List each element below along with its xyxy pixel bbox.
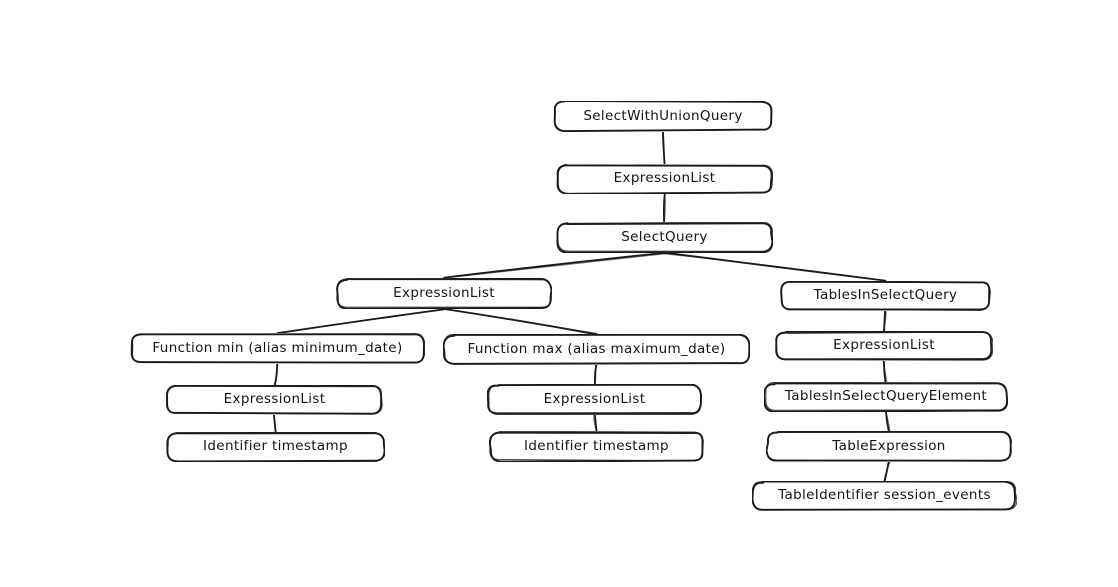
tree-node[interactable]: ExpressionList [775, 331, 993, 361]
tree-edge [273, 413, 277, 434]
tree-node-label: Function min (alias minimum_date) [152, 339, 403, 356]
tree-node[interactable]: SelectWithUnionQuery [553, 101, 773, 132]
tree-node-label: ExpressionList [393, 284, 495, 301]
tree-edge [442, 307, 598, 336]
tree-node-label: TablesInSelectQuery [813, 287, 958, 304]
tree-edge [442, 251, 666, 279]
tree-node[interactable]: ExpressionList [556, 164, 773, 194]
tree-edge [276, 308, 446, 335]
tree-edge [883, 461, 891, 482]
tree-edge [273, 362, 279, 386]
tree-node-label: Identifier timestamp [203, 438, 348, 455]
tree-node[interactable]: Identifier timestamp [166, 432, 385, 462]
tree-edge [885, 410, 891, 433]
tree-node[interactable]: Identifier timestamp [489, 431, 704, 462]
tree-node[interactable]: TablesInSelectQuery [780, 281, 991, 311]
tree-node[interactable]: TableExpression [766, 431, 1012, 462]
tree-node-label: Identifier timestamp [524, 437, 669, 454]
tree-node-label: ExpressionList [833, 337, 935, 354]
tree-node-label: ExpressionList [223, 391, 326, 408]
tree-node-label: SelectWithUnionQuery [583, 107, 743, 124]
tree-edge [663, 251, 887, 282]
tree-node[interactable]: TableIdentifier session_events [752, 481, 1017, 511]
tree-edge [593, 364, 598, 385]
tree-node-label: SelectQuery [621, 228, 708, 245]
tree-node[interactable]: ExpressionList [336, 278, 552, 309]
tree-node[interactable]: Function min (alias minimum_date) [130, 333, 425, 364]
tree-edge [662, 193, 666, 223]
tree-edge [882, 360, 888, 383]
tree-node-label: TableIdentifier session_events [778, 487, 991, 504]
tree-node[interactable]: ExpressionList [166, 385, 383, 415]
tree-node-label: Function max (alias maximum_date) [467, 340, 726, 357]
tree-node[interactable]: TablesInSelectQueryElement [764, 382, 1008, 412]
tree-node[interactable]: Function max (alias maximum_date) [443, 334, 750, 365]
tree-node-label: TablesInSelectQueryElement [784, 388, 988, 405]
tree-node-label: TableExpression [832, 437, 946, 454]
tree-node[interactable]: ExpressionList [487, 384, 702, 415]
tree-edge [593, 414, 598, 433]
tree-node-label: ExpressionList [543, 390, 646, 407]
tree-node[interactable]: SelectQuery [556, 222, 773, 253]
tree-edge [661, 131, 666, 166]
tree-edge [882, 310, 887, 333]
tree-node-label: ExpressionList [613, 170, 716, 187]
